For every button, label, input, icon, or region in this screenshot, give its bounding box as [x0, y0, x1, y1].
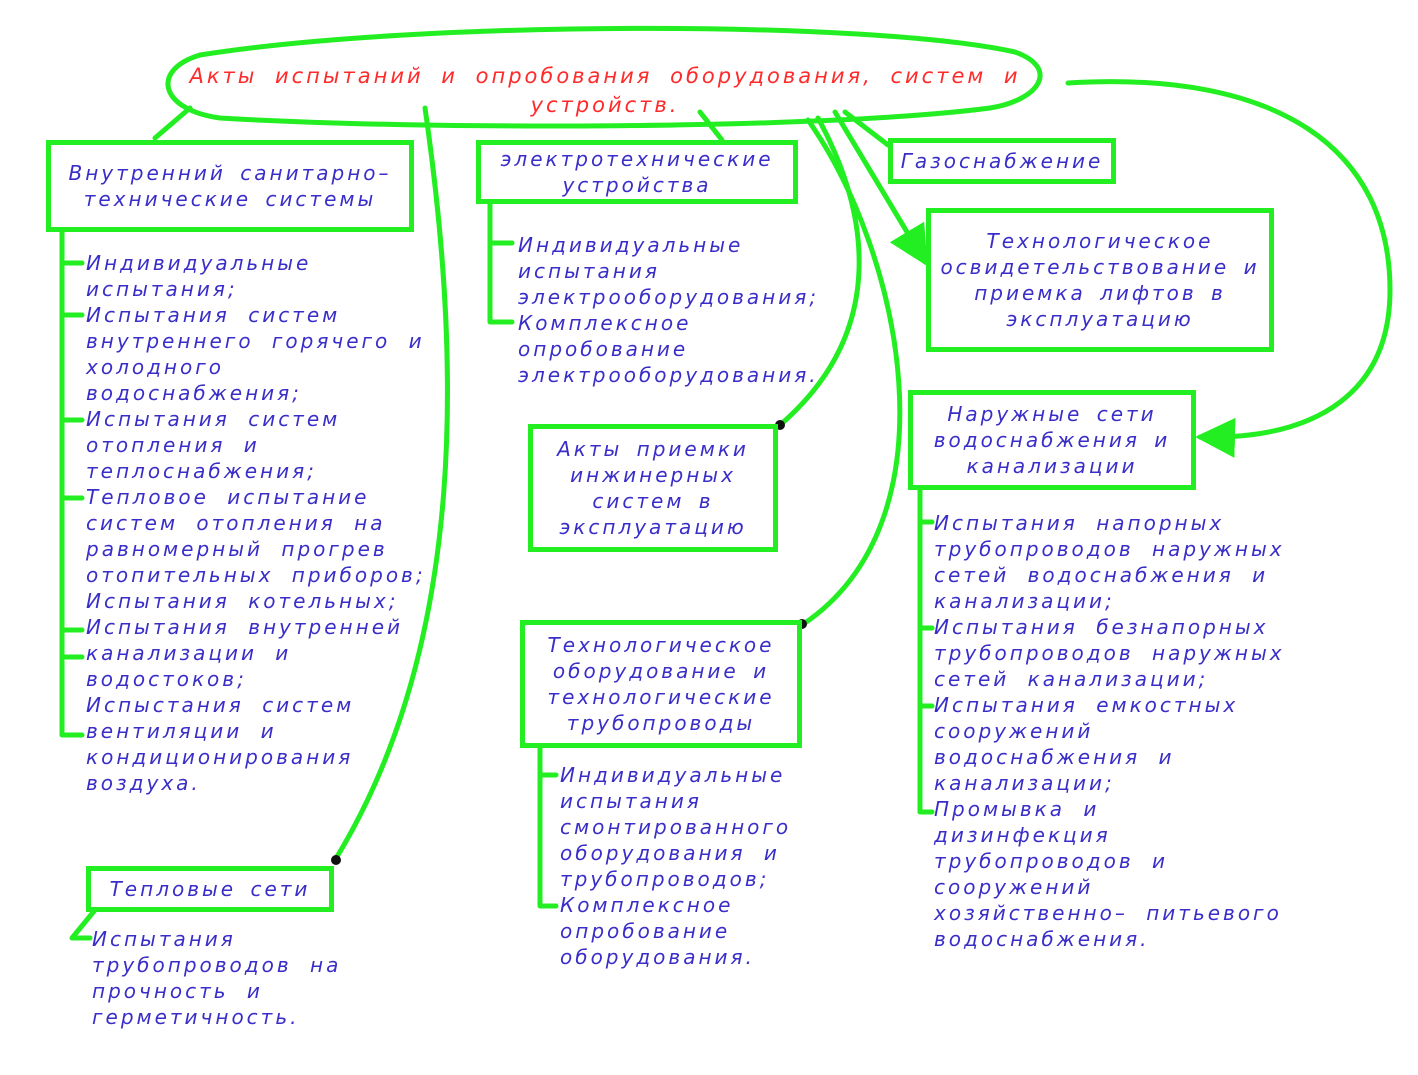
node-tech-equipment: Технологическое оборудование и технологи…	[520, 620, 802, 748]
connector-internal	[152, 105, 193, 141]
trunk-internal	[59, 227, 85, 738]
trunk-tech	[537, 741, 559, 909]
node-internal-systems: Внутренний санитарно– технические систем…	[46, 140, 414, 232]
list-tech-equipment: Индивидуальные испытания смонтированного…	[560, 762, 820, 970]
trunk-electrical	[487, 199, 515, 325]
junction-dot	[331, 855, 341, 865]
node-label: Внутренний санитарно– технические систем…	[68, 161, 392, 211]
list-item: Испытания емкостных сооружений водоснабж…	[934, 693, 1239, 795]
list-item: Индивидуальные испытания;	[86, 251, 312, 301]
trunk-heat	[69, 907, 98, 941]
list-item: Испытания систем внутреннего горячего и …	[86, 303, 425, 405]
list-item: Комплексное опробование электрооборудова…	[518, 311, 819, 387]
node-label: электротехнические устройства	[500, 147, 774, 197]
connector-electrical	[697, 109, 725, 143]
list-item: Промывка и дизинфекция трубопроводов и с…	[934, 797, 1282, 951]
list-item: Испытания внутренней канализации и водос…	[86, 615, 403, 691]
node-acceptance: Акты приемки инжинерных систем в эксплуа…	[528, 424, 778, 552]
node-heat-networks: Тепловые сети	[86, 866, 334, 912]
node-label: Технологическое освидетельствование и пр…	[940, 229, 1260, 331]
diagram-title: Акты испытаний и опробования оборудовани…	[189, 64, 1021, 117]
node-label: Тепловые сети	[109, 877, 311, 901]
list-item: Испытания напорных трубопроводов наружны…	[934, 511, 1285, 613]
connector-tech	[799, 117, 903, 628]
list-outdoor-networks: Испытания напорных трубопроводов наружны…	[934, 510, 1294, 952]
node-label: Акты приемки инжинерных систем в эксплуа…	[557, 437, 749, 539]
list-item: Индивидуальные испытания электрооборудов…	[518, 233, 820, 309]
list-item: Индивидуальные испытания смонтированного…	[560, 763, 792, 891]
connector-heat	[332, 105, 450, 863]
list-item: Испытания котельных;	[86, 589, 399, 613]
list-item: Испыстания систем вентиляции и кондицион…	[86, 693, 355, 795]
list-internal-systems: Индивидуальные испытания; Испытания сист…	[86, 250, 436, 796]
list-item: Комплексное опробование оборудования.	[560, 893, 755, 969]
trunk-outdoor	[917, 485, 935, 815]
connector-acceptance	[777, 115, 862, 428]
node-outdoor-networks: Наружные сети водоснабжения и канализаци…	[908, 390, 1196, 490]
connector-elevators	[832, 109, 928, 267]
node-elevators: Технологическое освидетельствование и пр…	[926, 208, 1274, 352]
list-item: Испытания систем отопления и теплоснабже…	[86, 407, 341, 483]
list-item: Испытания безнапорных трубопроводов нару…	[934, 615, 1285, 691]
connector-outdoor	[1065, 79, 1393, 458]
list-item: Испытания трубопроводов на прочность и г…	[92, 927, 342, 1029]
node-gas: Газоснабжение	[888, 138, 1116, 184]
node-label: Технологическое оборудование и технологи…	[547, 633, 775, 735]
node-electrical: электротехнические устройства	[476, 140, 798, 204]
node-label: Газоснабжение	[900, 149, 1104, 173]
title-ellipse	[165, 25, 1043, 129]
connector-gas	[842, 109, 891, 148]
list-electrical: Индивидуальные испытания электрооборудов…	[518, 232, 828, 388]
list-heat-networks: Испытания трубопроводов на прочность и г…	[92, 926, 352, 1030]
list-item: Тепловое испытание систем отопления на р…	[86, 485, 426, 587]
node-label: Наружные сети водоснабжения и канализаци…	[933, 402, 1171, 478]
